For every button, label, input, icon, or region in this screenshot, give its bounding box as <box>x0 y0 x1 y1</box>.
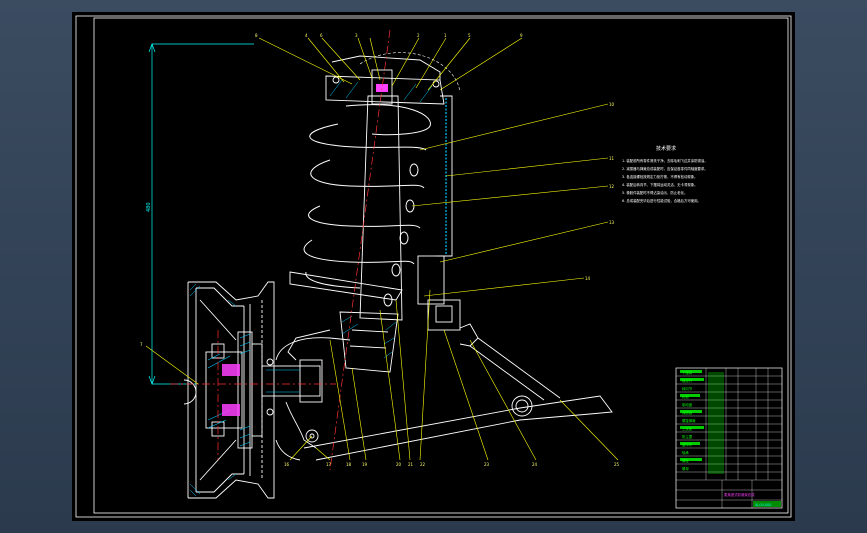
callout-number: 22 <box>420 462 426 467</box>
dimension-value: 480 <box>146 202 152 212</box>
callout-number: 10 <box>609 102 615 107</box>
callout-number: 6 <box>320 33 323 38</box>
callout-number: 21 <box>408 462 414 467</box>
callout-number: 18 <box>346 462 352 467</box>
title-block: 下摆臂 稳定杆 转向节 轮毂 制动盘 减振器 螺旋弹簧 上支座 防尘罩 缓冲块 … <box>675 367 783 509</box>
callouts-right: 10 11 12 13 14 <box>585 102 615 281</box>
part-name: 缓冲块 <box>682 442 693 447</box>
part-name: 轮毂 <box>682 394 689 399</box>
hub-bearing-mark-lower <box>222 404 240 416</box>
callout-number: 7 <box>140 342 143 347</box>
note-line: 4. 装配后转向节、下摆臂运动灵活，无卡滞现象。 <box>622 182 698 187</box>
coil-spring <box>303 104 431 307</box>
note-line: 1. 装配前所有零件清洗干净，去除毛刺飞边并涂防锈油。 <box>622 158 708 163</box>
note-line: 5. 橡胶件装配时不得沾染油污，防止老化。 <box>622 190 687 195</box>
part-name: 上支座 <box>682 426 693 431</box>
rim-section-hatch <box>189 283 237 497</box>
top-mount-hatch <box>329 79 433 103</box>
note-line: 6. 总成装配完毕后进行性能试验，合格后方可使用。 <box>622 198 701 203</box>
lower-control-arm <box>303 323 613 461</box>
callout-number: 25 <box>614 462 620 467</box>
callout-number: 19 <box>362 462 368 467</box>
note-line: 2. 减振器与弹簧总成装配时，应保证各零件同轴度要求。 <box>622 166 708 171</box>
drawing-sheet <box>72 12 795 521</box>
shock-absorber <box>287 95 403 373</box>
callout-leaders <box>145 37 619 461</box>
callout-number: 5 <box>468 33 471 38</box>
hub-section-hatch <box>207 333 300 447</box>
callout-number: 8 <box>255 33 258 38</box>
sheet-inner-border <box>93 17 789 514</box>
callout-number: 13 <box>609 220 615 225</box>
callout-number: 17 <box>326 462 332 467</box>
part-name: 螺母 <box>682 466 689 471</box>
steering-knuckle <box>275 337 351 461</box>
part-name: 螺旋弹簧 <box>682 418 696 423</box>
callout-number: 14 <box>585 276 591 281</box>
callout-number: 4 <box>305 33 308 38</box>
callout-number: 2 <box>417 33 420 38</box>
part-name: 转向节 <box>682 386 693 391</box>
note-line: 3. 各连接螺栓按规定力矩拧紧，不得有松动现象。 <box>622 174 698 179</box>
callout-number: 1 <box>444 33 447 38</box>
callouts-top: 8 4 6 3 2 1 5 9 <box>255 33 523 38</box>
callout-number: 3 <box>355 33 358 38</box>
hub-bearing-mark <box>222 364 240 376</box>
part-name: 防尘罩 <box>682 434 693 439</box>
callout-number: 12 <box>609 184 615 189</box>
technical-notes: 技术要求 1. 装配前所有零件清洗干净，去除毛刺飞边并涂防锈油。 2. 减振器与… <box>622 145 708 203</box>
top-bearing-mark <box>376 84 388 92</box>
part-name: 轴承 <box>682 450 689 455</box>
callout-number: 20 <box>396 462 402 467</box>
callout-number: 16 <box>284 462 290 467</box>
hub-assembly <box>183 331 323 449</box>
callout-number: 24 <box>532 462 538 467</box>
part-name: 下摆臂 <box>682 370 693 375</box>
part-name: 稳定杆 <box>682 378 693 383</box>
callouts-bottom: 16 17 18 19 20 21 22 23 24 25 <box>284 462 620 467</box>
mount-arc <box>359 52 461 93</box>
strut-section-hatch <box>341 315 397 359</box>
sheet-outer-border <box>75 15 792 518</box>
part-name: 制动盘 <box>682 402 693 407</box>
callout-number: 11 <box>609 156 615 161</box>
drawing-name: 麦弗逊式前悬架总成 <box>724 492 755 497</box>
callout-number: 23 <box>484 462 490 467</box>
part-name: 减振器 <box>682 410 693 415</box>
part-name: 螺栓 <box>682 458 689 463</box>
callout-number: 9 <box>520 33 523 38</box>
drawing-code: XJ-00-000 <box>755 503 771 507</box>
notes-title: 技术要求 <box>656 145 676 152</box>
